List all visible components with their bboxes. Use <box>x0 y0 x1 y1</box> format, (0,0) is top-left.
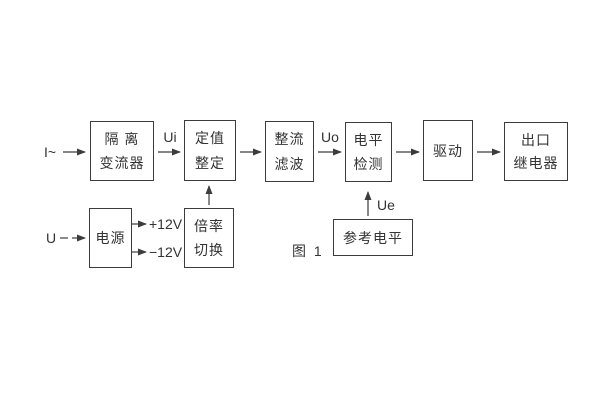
block-power-supply-label: 电源 <box>95 230 126 246</box>
signal-ui-label: Ui <box>163 129 177 145</box>
block-reference-level: 参考电平 <box>333 219 413 256</box>
block-output-relay-line1: 出口 <box>521 131 551 148</box>
block-output-relay-line2: 继电器 <box>513 155 559 172</box>
block-level-detection-line1: 电平 <box>353 132 384 148</box>
block-drive: 驱动 <box>423 120 473 181</box>
block-ratio-switch-line1: 倍率 <box>194 218 224 234</box>
figure-caption: 图 1 <box>292 243 324 259</box>
block-isolation-transformer-line1: 隔 离 <box>104 131 140 147</box>
signal-plus12v-label: +12V <box>149 216 183 232</box>
block-ratio-switch: 倍率 切换 <box>184 208 234 268</box>
block-value-setting: 定值 整定 <box>184 120 236 181</box>
block-reference-level-label: 参考电平 <box>343 229 403 246</box>
block-level-detection: 电平 检测 <box>345 122 392 182</box>
block-ratio-switch-line2: 切换 <box>194 242 224 258</box>
block-value-setting-line2: 整定 <box>195 154 225 171</box>
block-isolation-transformer-line2: 变流器 <box>99 155 145 171</box>
block-rectify-filter: 整流 滤波 <box>265 121 314 182</box>
signal-uo-label: Uo <box>321 129 339 145</box>
block-level-detection-line2: 检测 <box>353 156 384 172</box>
input-voltage-label: U <box>46 230 57 246</box>
block-isolation-transformer: 隔 离 变流器 <box>90 121 154 181</box>
signal-minus12v-label: −12V <box>149 244 183 260</box>
signal-ue-label: Ue <box>377 197 395 213</box>
block-rectify-filter-line2: 滤波 <box>274 155 305 172</box>
block-rectify-filter-line1: 整流 <box>274 131 305 148</box>
block-value-setting-line1: 定值 <box>195 130 225 147</box>
input-current-label: I~ <box>44 144 57 160</box>
block-drive-label: 驱动 <box>433 142 463 159</box>
block-power-supply: 电源 <box>89 208 132 268</box>
block-output-relay: 出口 继电器 <box>504 122 568 181</box>
